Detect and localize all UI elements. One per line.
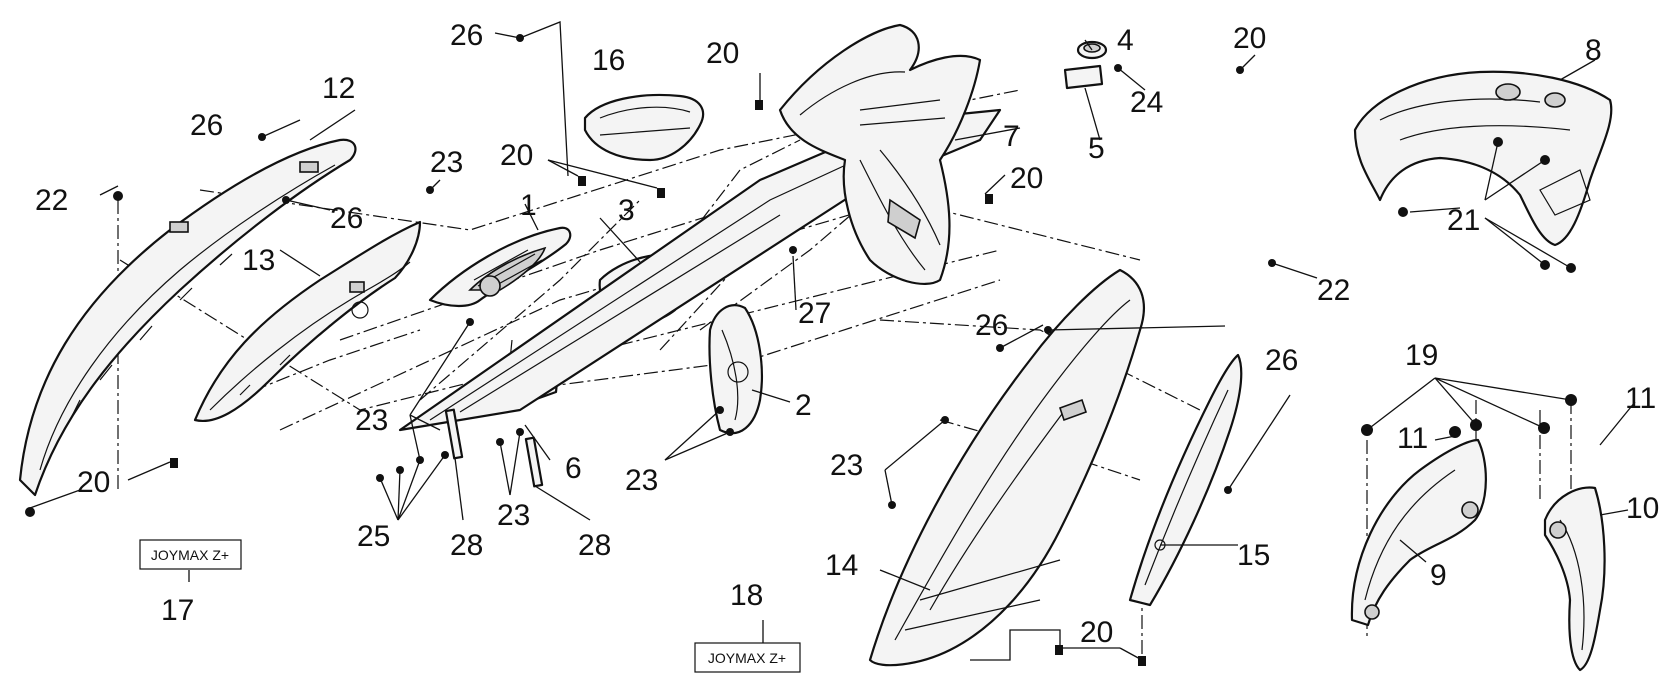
part-10-grab-handle: [1543, 486, 1606, 672]
callout-18: 18: [730, 579, 763, 612]
part-14-side-cover: [868, 268, 1145, 667]
part-8-rear-carrier: [1353, 70, 1613, 247]
callout-26e: 26: [1265, 344, 1298, 377]
part-2-side-panel: [708, 304, 763, 435]
callout-27: 27: [798, 297, 831, 330]
callout-23a: 23: [430, 146, 463, 179]
callout-23b: 23: [355, 404, 388, 437]
callout-3: 3: [618, 194, 635, 227]
badge-17: JOYMAX Z+: [139, 539, 242, 570]
callout-20f: 20: [1080, 616, 1113, 649]
callout-12: 12: [322, 72, 355, 105]
badge-18: JOYMAX Z+: [694, 642, 801, 673]
callout-4: 4: [1117, 24, 1134, 57]
callout-26d: 26: [975, 309, 1008, 342]
callout-19: 19: [1405, 339, 1438, 372]
callout-10: 10: [1626, 492, 1659, 525]
callout-20a: 20: [500, 139, 533, 172]
callout-7: 7: [1003, 120, 1020, 153]
part-9-grab-handle: [1350, 438, 1487, 627]
callout-23c: 23: [497, 499, 530, 532]
callout-5: 5: [1088, 132, 1105, 165]
callout-28b: 28: [578, 529, 611, 562]
callout-26c: 26: [330, 202, 363, 235]
part-5-plate: [1063, 64, 1104, 90]
callout-20c: 20: [1010, 162, 1043, 195]
callout-13: 13: [242, 244, 275, 277]
callout-28a: 28: [450, 529, 483, 562]
callout-6: 6: [565, 452, 582, 485]
part-16-cover: [583, 93, 705, 162]
callout-26b: 26: [190, 109, 223, 142]
callout-21: 21: [1447, 204, 1480, 237]
callout-22a: 22: [35, 184, 68, 217]
callout-2: 2: [795, 389, 812, 422]
callout-24: 24: [1130, 86, 1163, 119]
leader-lines: [29, 21, 1636, 661]
part-12-side-rail: [18, 138, 357, 497]
part-15-trim-strip: [1128, 353, 1243, 607]
badge-17-text: JOYMAX Z+: [151, 547, 229, 563]
callout-20d: 20: [1233, 22, 1266, 55]
callout-23e: 23: [830, 449, 863, 482]
callout-16: 16: [592, 44, 625, 77]
callout-26a: 26: [450, 19, 483, 52]
part-1-grille: [428, 226, 572, 308]
part-7-front-shield: [778, 23, 982, 285]
callout-20e: 20: [77, 466, 110, 499]
callout-23d: 23: [625, 464, 658, 497]
part-13-inner-panel: [193, 220, 422, 423]
callout-labels: 1 2 3 4 5 6 7 8 9 10 11 11 12 13 14 15 1…: [35, 19, 1659, 649]
callout-11a: 11: [1397, 422, 1428, 455]
callout-11b: 11: [1625, 382, 1656, 415]
callout-1: 1: [520, 189, 537, 222]
callout-22b: 22: [1317, 274, 1350, 307]
badge-18-text: JOYMAX Z+: [708, 650, 786, 666]
callout-9: 9: [1430, 559, 1447, 592]
callout-14: 14: [825, 549, 858, 582]
callout-25: 25: [357, 520, 390, 553]
callout-20b: 20: [706, 37, 739, 70]
callout-8: 8: [1585, 34, 1602, 67]
callout-15: 15: [1237, 539, 1270, 572]
callout-17: 17: [161, 594, 194, 627]
